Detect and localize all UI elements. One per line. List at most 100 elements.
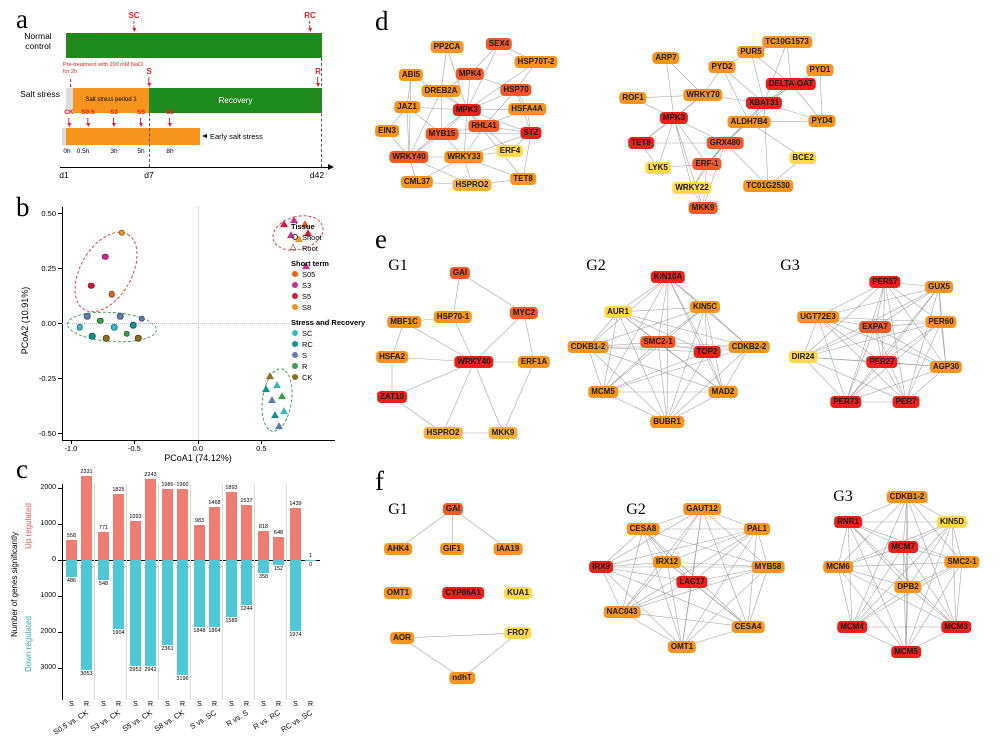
network-edge — [837, 566, 853, 628]
timeline-marker-CK: CK — [64, 109, 74, 127]
gene-node-PER7: PER7 — [892, 396, 920, 408]
up-bar-value: 771 — [98, 525, 109, 532]
scatter-point-shoot — [108, 291, 115, 298]
pcoa-y-tick-label: -0.25 — [38, 373, 56, 383]
gene-node-MAD2: MAD2 — [708, 386, 738, 398]
salt-stress-label: Salt stress — [20, 89, 60, 99]
bar-axis-label: R — [211, 701, 218, 708]
pcoa-x-tick-label: 0.5 — [256, 444, 267, 453]
gene-node-MPK3: MPK3 — [452, 104, 482, 116]
gene-node-PUR5: PUR5 — [737, 46, 765, 58]
network-edge — [666, 561, 683, 648]
deg-y-tick — [58, 488, 62, 489]
pretreatment-note: Pre-treatment with 200 mM NaCl for 2h — [63, 62, 144, 75]
gene-node-ERF-1: ERF-1 — [692, 158, 722, 170]
gene-node-WRKY40: WRKY40 — [454, 356, 494, 368]
up-bar-value: 1093 — [129, 513, 142, 520]
legend-section-title: Stress and Recovery — [291, 318, 366, 327]
up-bar-value: 1 — [308, 552, 313, 559]
gene-node-MPK3: MPK3 — [659, 112, 689, 124]
legend-item-label: RC — [302, 340, 313, 349]
network-edge — [473, 312, 525, 363]
network-edge — [401, 632, 519, 639]
network-edge — [905, 586, 909, 653]
gene-node-GAI: GAI — [442, 503, 464, 515]
early-stress-label: Early salt stress — [210, 132, 263, 141]
gene-node-AUR1: AUR1 — [604, 306, 632, 318]
gene-node-CML37: CML37 — [400, 176, 434, 188]
gene-node-CDKB1-2: CDKB1-2 — [567, 341, 609, 353]
deg-y-tick — [58, 632, 62, 633]
gene-node-WRKY22: WRKY22 — [672, 182, 712, 194]
recovery-bar-label: Recovery — [218, 96, 253, 105]
scatter-point-root — [295, 235, 304, 243]
network-edge — [845, 286, 940, 403]
network-edge — [702, 142, 726, 209]
up-bar-value: 1825 — [112, 487, 125, 494]
down-bar-value: 1904 — [112, 629, 125, 636]
network-edge — [587, 346, 668, 423]
gene-node-MCM6: MCM6 — [823, 561, 853, 573]
legend-color-dot — [292, 293, 298, 299]
down-bar-value: 486 — [66, 578, 77, 585]
timeline-axis-arrow-icon — [328, 164, 334, 170]
scatter-point-shoot — [96, 317, 104, 324]
group-separator — [286, 484, 287, 700]
gene-node-HSP70T-2: HSP70T-2 — [514, 56, 558, 68]
salt-period-bar-label: Salt stress period 1 — [85, 97, 137, 104]
gene-node-PER73: PER73 — [830, 396, 862, 408]
timeline-time-label: 3h — [110, 148, 118, 155]
group-separator — [126, 484, 127, 700]
network-edge — [666, 528, 758, 563]
gene-node-PER57: PER57 — [869, 276, 901, 288]
timeline-marker-arrow-icon — [167, 123, 172, 127]
network-edge — [666, 508, 703, 563]
pretreatment-bar — [66, 88, 73, 113]
timeline-marker-S0.5: S0.5 — [81, 109, 95, 127]
gene-node-HSPRO2: HSPRO2 — [423, 427, 463, 439]
down-bar — [226, 560, 237, 618]
legend-item-label: R — [302, 362, 308, 371]
timeline-time-label: 5h — [137, 148, 145, 155]
scatter-point-shoot — [134, 335, 142, 342]
gene-node-MKK9: MKK9 — [488, 427, 518, 439]
timeline-marker-line — [140, 117, 142, 123]
pcoa-y-tick — [58, 267, 62, 269]
up-bar-value: 1986 — [161, 481, 174, 488]
gene-node-CESA8: CESA8 — [626, 523, 660, 535]
gene-node-MYC2: MYC2 — [509, 307, 539, 319]
gene-node-RNR1: RNR1 — [834, 516, 862, 528]
gene-node-STZ: STZ — [520, 127, 542, 139]
gene-node-SMC2-1: SMC2-1 — [640, 336, 676, 348]
down-bar-value: 1589 — [225, 618, 238, 625]
gene-node-MKK9: MKK9 — [688, 202, 718, 214]
deg-y-tick — [58, 524, 62, 525]
gene-node-IRX9: IRX9 — [589, 561, 613, 573]
up-bar — [209, 507, 220, 560]
down-bar — [209, 560, 220, 628]
network-edge — [955, 561, 963, 628]
scatter-point-root — [262, 385, 271, 393]
bar-axis-label: R — [115, 701, 122, 708]
network-edge — [817, 316, 847, 403]
network-edge — [502, 361, 535, 434]
bar-axis-label: S — [197, 701, 202, 708]
network-edge — [657, 276, 669, 343]
network-edge — [602, 341, 659, 393]
up-bar-value: 558 — [66, 532, 77, 539]
network-edge — [523, 312, 535, 363]
bar-axis-label: S — [261, 701, 266, 708]
gene-node-HSP70-1: HSP70-1 — [433, 311, 473, 323]
gene-node-KIN10A: KIN10A — [650, 271, 686, 283]
down-bar-value: 2361 — [161, 645, 174, 652]
down-bar-value: 1864 — [208, 628, 221, 635]
gene-node-DREB2A: DREB2A — [421, 85, 461, 97]
timeline-marker-label: SC — [128, 11, 140, 20]
pcoa-y-tick — [58, 322, 62, 324]
scatter-point-root — [300, 220, 309, 228]
gene-node-TC10G1573: TC10G1573 — [762, 36, 812, 48]
deg-y-tick — [58, 560, 62, 561]
down-bar — [98, 560, 109, 580]
bar-axis-label: S — [133, 701, 138, 708]
bar-axis-label: R — [83, 701, 90, 708]
